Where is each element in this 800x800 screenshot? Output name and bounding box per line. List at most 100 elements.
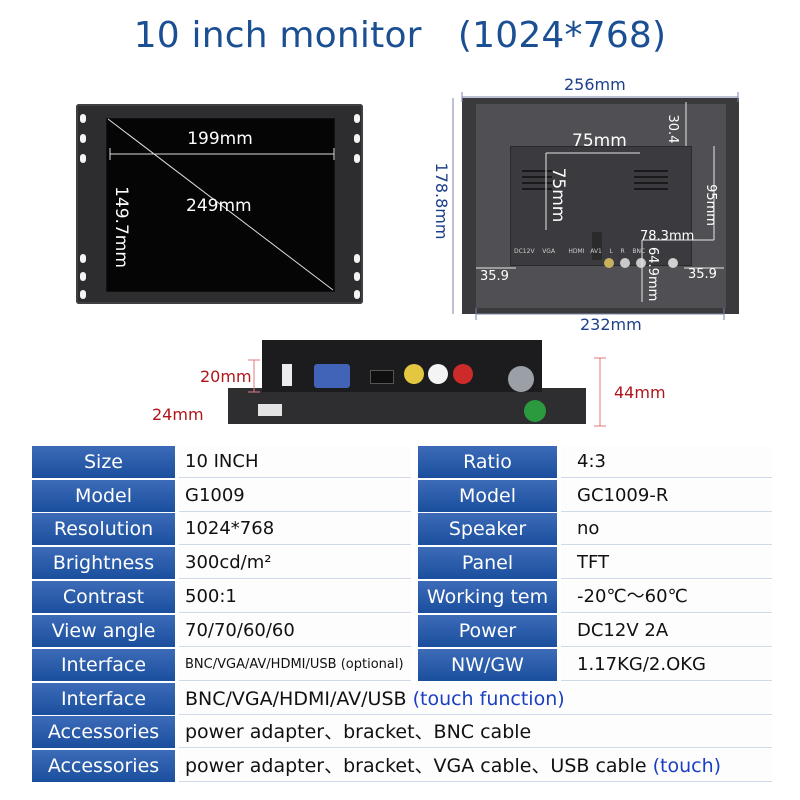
mount-hole	[354, 114, 360, 123]
rca-port-2	[620, 258, 630, 268]
spec-row: Size 10 INCH Ratio 4:3	[32, 446, 772, 479]
side-dimension-lines	[248, 357, 606, 427]
dc-port	[282, 364, 292, 386]
vent-slot	[634, 170, 668, 172]
port-label-bnc: BNC	[632, 248, 646, 255]
back-left-margin-dim: 35.9	[480, 269, 509, 284]
vent-slot	[522, 170, 552, 172]
front-dimension-lines	[107, 118, 335, 291]
spec-label: Model	[32, 480, 175, 512]
side-total-depth-dim: 44mm	[614, 383, 666, 402]
mount-hole	[80, 154, 86, 163]
mount-hole	[80, 290, 86, 299]
spec-value: 70/70/60/60	[179, 615, 411, 647]
spec-label: Ratio	[418, 446, 557, 478]
spec-row: Brightness 300cd/m² Panel TFT	[32, 547, 772, 580]
rca-red-port	[453, 364, 473, 384]
back-dimension-lines	[452, 92, 739, 320]
back-right-dim: 95mm	[703, 184, 718, 226]
spec-value: 500:1	[179, 581, 411, 613]
spec-value-highlight: (touch function)	[412, 688, 565, 710]
spec-row-wide: Accessories power adapter、bracket、VGA ca…	[32, 750, 772, 783]
qc-sticker	[524, 400, 546, 422]
spec-value: BNC/VGA/HDMI/AV/USB (touch function)	[179, 683, 772, 715]
port-label-av1: AV1	[590, 248, 602, 255]
side-front-depth-dim: 20mm	[200, 367, 252, 386]
spec-value: power adapter、bracket、VGA cable、USB cabl…	[179, 750, 772, 782]
spec-row: View angle 70/70/60/60 Power DC12V 2A	[32, 615, 772, 648]
vent-slot	[634, 188, 668, 190]
hdmi-port	[370, 370, 394, 384]
mount-hole	[354, 272, 360, 281]
port-label-dc: DC12V	[514, 248, 535, 255]
back-top-offset-dim: 30.4	[665, 114, 680, 144]
spec-label: Panel	[418, 547, 557, 579]
spec-value: no	[561, 513, 772, 545]
mount-hole	[80, 114, 86, 123]
back-vesa-h-dim: 75mm	[572, 131, 627, 151]
spec-value-text: power adapter、bracket、VGA cable、USB cabl…	[185, 755, 653, 777]
power-button	[592, 232, 602, 260]
spec-row-wide: Interface BNC/VGA/HDMI/AV/USB (touch fun…	[32, 683, 772, 716]
spec-value: 1.17KG/2.OKG	[561, 649, 772, 681]
port-label-hdmi: HDMI	[568, 248, 585, 255]
spec-value: GC1009-R	[561, 480, 772, 512]
spec-value: BNC/VGA/AV/HDMI/USB (optional)	[179, 649, 411, 681]
spec-label: Contrast	[32, 581, 175, 613]
mount-hole	[80, 134, 86, 143]
spec-label: Accessories	[32, 716, 175, 748]
mount-hole	[354, 154, 360, 163]
mount-hole	[354, 290, 360, 299]
spec-label: Interface	[32, 683, 175, 715]
spec-label: Accessories	[32, 750, 175, 782]
back-bottom-width-dim: 232mm	[580, 315, 642, 334]
spec-row: Resolution 1024*768 Speaker no	[32, 513, 772, 546]
spec-row: Contrast 500:1 Working tem -20℃～60℃	[32, 581, 772, 614]
rca-white-port	[428, 364, 448, 384]
front-width-dim: 199mm	[187, 129, 253, 149]
spec-value: DC12V 2A	[561, 615, 772, 647]
spec-value: TFT	[561, 547, 772, 579]
back-inner-height-dim: 64.9mm	[645, 247, 660, 302]
back-inner-width-dim: 78.3mm	[640, 229, 695, 244]
bnc-port	[668, 258, 678, 268]
spec-label: Speaker	[418, 513, 557, 545]
spec-value: -20℃～60℃	[561, 581, 772, 613]
port-label-vga: VGA	[542, 248, 556, 255]
back-left-height-dim: 178.8mm	[432, 162, 451, 240]
spec-label: Interface	[32, 649, 175, 681]
spec-label: Brightness	[32, 547, 175, 579]
spec-row-wide: Accessories power adapter、bracket、BNC ca…	[32, 716, 772, 749]
spec-label: Power	[418, 615, 557, 647]
spec-label: Working tem	[418, 581, 557, 613]
spec-label: View angle	[32, 615, 175, 647]
spec-value-highlight: (touch)	[652, 755, 722, 777]
port-label-strip: DC12V VGA HDMI AV1 L R BNC	[514, 248, 674, 255]
mount-hole	[80, 254, 86, 263]
back-top-width-dim: 256mm	[564, 75, 626, 94]
spec-label: NW/GW	[418, 649, 557, 681]
mount-hole	[354, 134, 360, 143]
spec-label: Model	[418, 480, 557, 512]
spec-row: Model G1009 Model GC1009-R	[32, 480, 772, 513]
front-height-dim: 149.7mm	[111, 186, 131, 268]
spec-row: Interface BNC/VGA/AV/HDMI/USB (optional)…	[32, 649, 772, 682]
spec-value: 10 INCH	[179, 446, 411, 478]
back-right-margin-dim: 35.9	[688, 267, 717, 282]
spec-label: Size	[32, 446, 175, 478]
port-label-l: L	[609, 248, 613, 255]
bnc-connector	[508, 366, 534, 392]
mount-hole	[354, 254, 360, 263]
vent-slot	[634, 176, 668, 178]
side-back-depth-dim: 24mm	[152, 405, 204, 424]
mount-hole	[80, 272, 86, 281]
vent-slot	[522, 182, 552, 184]
rca-port-3	[636, 258, 646, 268]
spec-label: Resolution	[32, 513, 175, 545]
front-diagonal-dim: 249mm	[186, 196, 252, 216]
serial-sticker	[258, 404, 282, 416]
vent-slot	[522, 188, 552, 190]
vent-slot	[522, 176, 552, 178]
spec-value-text: BNC/VGA/HDMI/AV/USB	[185, 688, 413, 710]
rca-port-1	[604, 258, 614, 268]
